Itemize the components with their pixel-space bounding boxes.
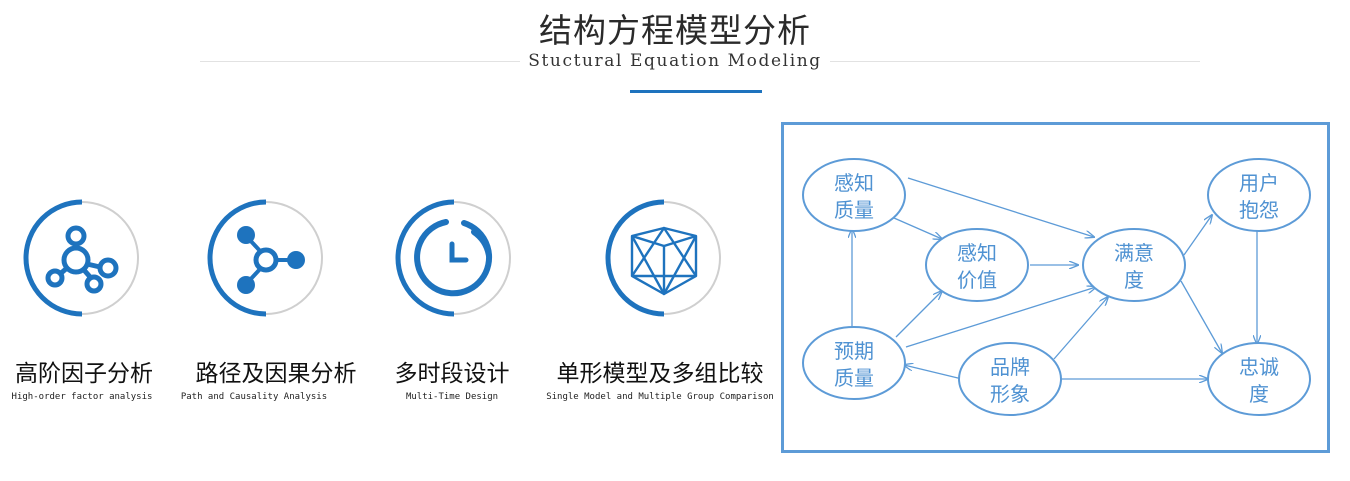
edge: [895, 291, 942, 338]
node-label: 度: [1249, 382, 1269, 406]
node-label: 感知: [834, 171, 874, 195]
wireframe-cube-icon: [605, 199, 721, 317]
node-label: 质量: [834, 198, 874, 222]
feature-sublabel: High-order factor analysis: [11, 392, 153, 402]
edge: [1053, 297, 1108, 360]
node-label: 度: [1124, 268, 1144, 292]
node-label: 抱怨: [1239, 198, 1279, 222]
node-label: 忠诚: [1239, 355, 1279, 379]
node-perceived-quality: [802, 158, 906, 232]
node-perceived-value: [925, 228, 1029, 302]
node-label: 质量: [834, 366, 874, 390]
edge: [893, 217, 942, 239]
node-satisfaction: [1082, 228, 1186, 302]
feature-label: 高阶因子分析: [15, 361, 153, 387]
node-brand-image: [958, 342, 1062, 416]
node-label: 满意: [1114, 241, 1154, 265]
edge: [1180, 280, 1222, 353]
node-expected-quality: [802, 326, 906, 400]
clock-icon: [395, 199, 511, 317]
node-label: 预期: [834, 339, 874, 363]
feature-label: 路径及因果分析: [195, 361, 357, 387]
edge: [907, 177, 1094, 237]
feature-sublabel: Single Model and Multiple Group Comparis…: [546, 392, 774, 402]
feature-label: 单形模型及多组比较: [556, 361, 764, 387]
page-title: 结构方程模型分析: [539, 11, 811, 50]
accent-bar: [630, 90, 762, 93]
edge: [904, 365, 963, 380]
feature-label: 多时段设计: [394, 361, 510, 387]
path-network-icon: [207, 199, 323, 317]
molecule-nodes-icon: [23, 199, 139, 317]
sem-path-diagram: 感知 质量 感知 价值 满意 度 用户 抱怨 预期 质量 品牌 形象 忠诚 度: [781, 122, 1330, 453]
feature-sublabel: Multi-Time Design: [405, 392, 499, 402]
edge: [1183, 215, 1212, 256]
page-subtitle: Stuctural Equation Modeling: [520, 51, 830, 71]
node-label: 价值: [957, 268, 997, 292]
node-label: 形象: [990, 382, 1030, 406]
node-loyalty: [1207, 342, 1311, 416]
node-complaint: [1207, 158, 1311, 232]
subtitle-wrap: Stuctural Equation Modeling: [0, 51, 1350, 71]
node-label: 用户: [1239, 171, 1279, 195]
node-label: 品牌: [990, 355, 1030, 379]
node-label: 感知: [957, 241, 997, 265]
feature-sublabel: Path and Causality Analysis: [180, 392, 328, 402]
edge: [905, 287, 1096, 348]
